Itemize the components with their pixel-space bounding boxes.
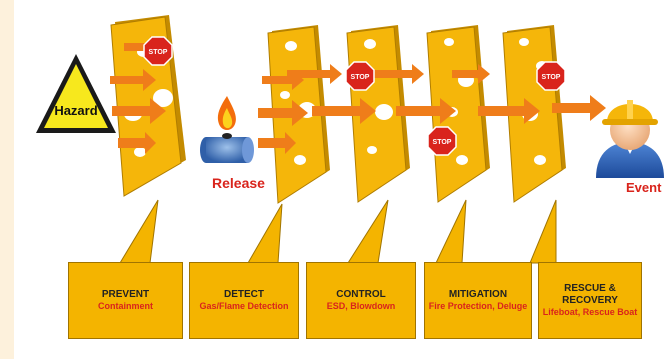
svg-text:STOP: STOP [433,139,452,146]
hazard-label: Hazard [54,103,97,118]
arrow-icon [372,64,424,84]
svg-text:STOP: STOP [542,74,561,81]
svg-text:STOP: STOP [351,74,370,81]
barrier-box-control: CONTROL ESD, Blowdown [306,262,416,339]
barrier-box-detect: DETECT Gas/Flame Detection [189,262,299,339]
arrow-icon [112,98,166,124]
barrier-title: DETECT [224,289,264,300]
barrier-box-mitigation: MITIGATION Fire Protection, Deluge [424,262,532,339]
barrier-subtitle: Containment [98,301,153,311]
barrier-subtitle: ESD, Blowdown [326,301,396,311]
stop-sign-icon: STOP [345,61,375,91]
worker-icon [596,100,664,178]
hazard-sign-icon: Hazard [36,54,116,133]
arrow-icon [552,95,606,121]
flame-icon [217,96,236,130]
arrow-icon [452,64,490,84]
swiss-cheese-diagram: Hazard [36,15,664,264]
arrow-icon [110,69,156,91]
barrier-title: CONTROL [336,289,386,300]
arrow-icon [287,64,342,84]
barrier-box-prevent: PREVENT Containment [68,262,183,339]
arrow-icon [118,132,156,154]
svg-text:STOP: STOP [149,49,168,56]
arrow-icon [258,132,296,154]
release-label: Release [212,175,265,191]
barrier-subtitle: Fire Protection, Deluge [428,301,528,311]
arrow-icon [478,98,540,124]
diagram-panel: Hazard [14,0,670,359]
barrier-subtitle: Lifeboat, Rescue Boat [542,307,638,317]
barrier-title: PREVENT [101,289,150,300]
callout-pointers [119,199,557,264]
stop-sign-icon: STOP [536,61,566,91]
release-pipe-icon [200,133,254,163]
event-label: Event [626,180,662,195]
barrier-subtitle: Gas/Flame Detection [199,301,289,311]
barrier-title: RESCUE & RECOVERY [562,283,618,306]
stop-sign-icon: STOP [143,36,173,66]
barrier-title: MITIGATION [448,289,508,300]
barrier-box-rescue: RESCUE & RECOVERY Lifeboat, Rescue Boat [538,262,642,339]
stop-sign-icon: STOP [427,126,457,156]
arrow-icon [312,98,376,124]
arrow-icon [396,98,456,124]
arrow-icon [258,100,308,126]
